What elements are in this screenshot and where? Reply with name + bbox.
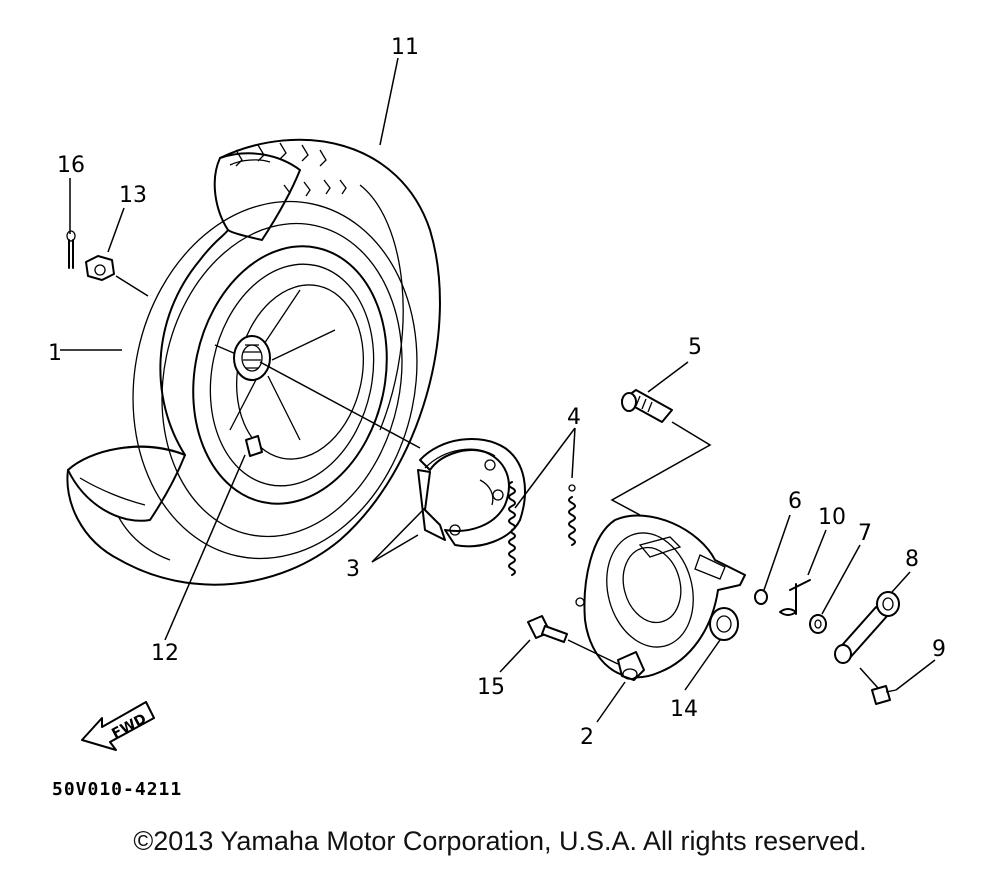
label-7: 7 <box>858 521 872 546</box>
brake-shoe-pair <box>417 437 526 548</box>
copyright-notice: ©2013 Yamaha Motor Corporation, U.S.A. A… <box>133 826 867 856</box>
brake-camshaft <box>621 389 673 423</box>
small-hardware <box>754 579 827 634</box>
brake-cam-lever <box>834 591 900 664</box>
label-12: 12 <box>151 641 179 666</box>
label-2: 2 <box>580 725 594 750</box>
label-11: 11 <box>391 35 419 60</box>
label-8: 8 <box>905 547 919 572</box>
forward-direction-arrow: FWD <box>81 701 155 751</box>
brake-shoe-plate <box>575 514 746 681</box>
label-4: 4 <box>567 405 581 430</box>
label-1: 1 <box>48 341 62 366</box>
label-16: 16 <box>57 153 85 178</box>
label-15: 15 <box>477 675 505 700</box>
label-14: 14 <box>670 697 698 722</box>
leader-lines <box>60 57 936 723</box>
oil-seal <box>709 607 739 641</box>
label-10: 10 <box>818 505 846 530</box>
label-3: 3 <box>346 557 360 582</box>
lever-bolt <box>871 685 897 705</box>
label-6: 6 <box>788 489 802 514</box>
label-13: 13 <box>119 183 147 208</box>
part-labels: 11 16 13 1 12 3 4 5 6 10 7 8 9 14 15 2 <box>48 35 946 750</box>
label-5: 5 <box>688 335 702 360</box>
cotter-pin <box>66 230 76 269</box>
diagram-code: 50V010-4211 <box>52 779 182 800</box>
tire-and-wheel-assembly <box>66 138 441 586</box>
tread-pattern <box>235 142 347 200</box>
brake-springs <box>508 481 576 576</box>
axle-nut <box>85 255 115 281</box>
label-9: 9 <box>932 637 946 662</box>
torque-arm-bolt <box>527 615 568 643</box>
